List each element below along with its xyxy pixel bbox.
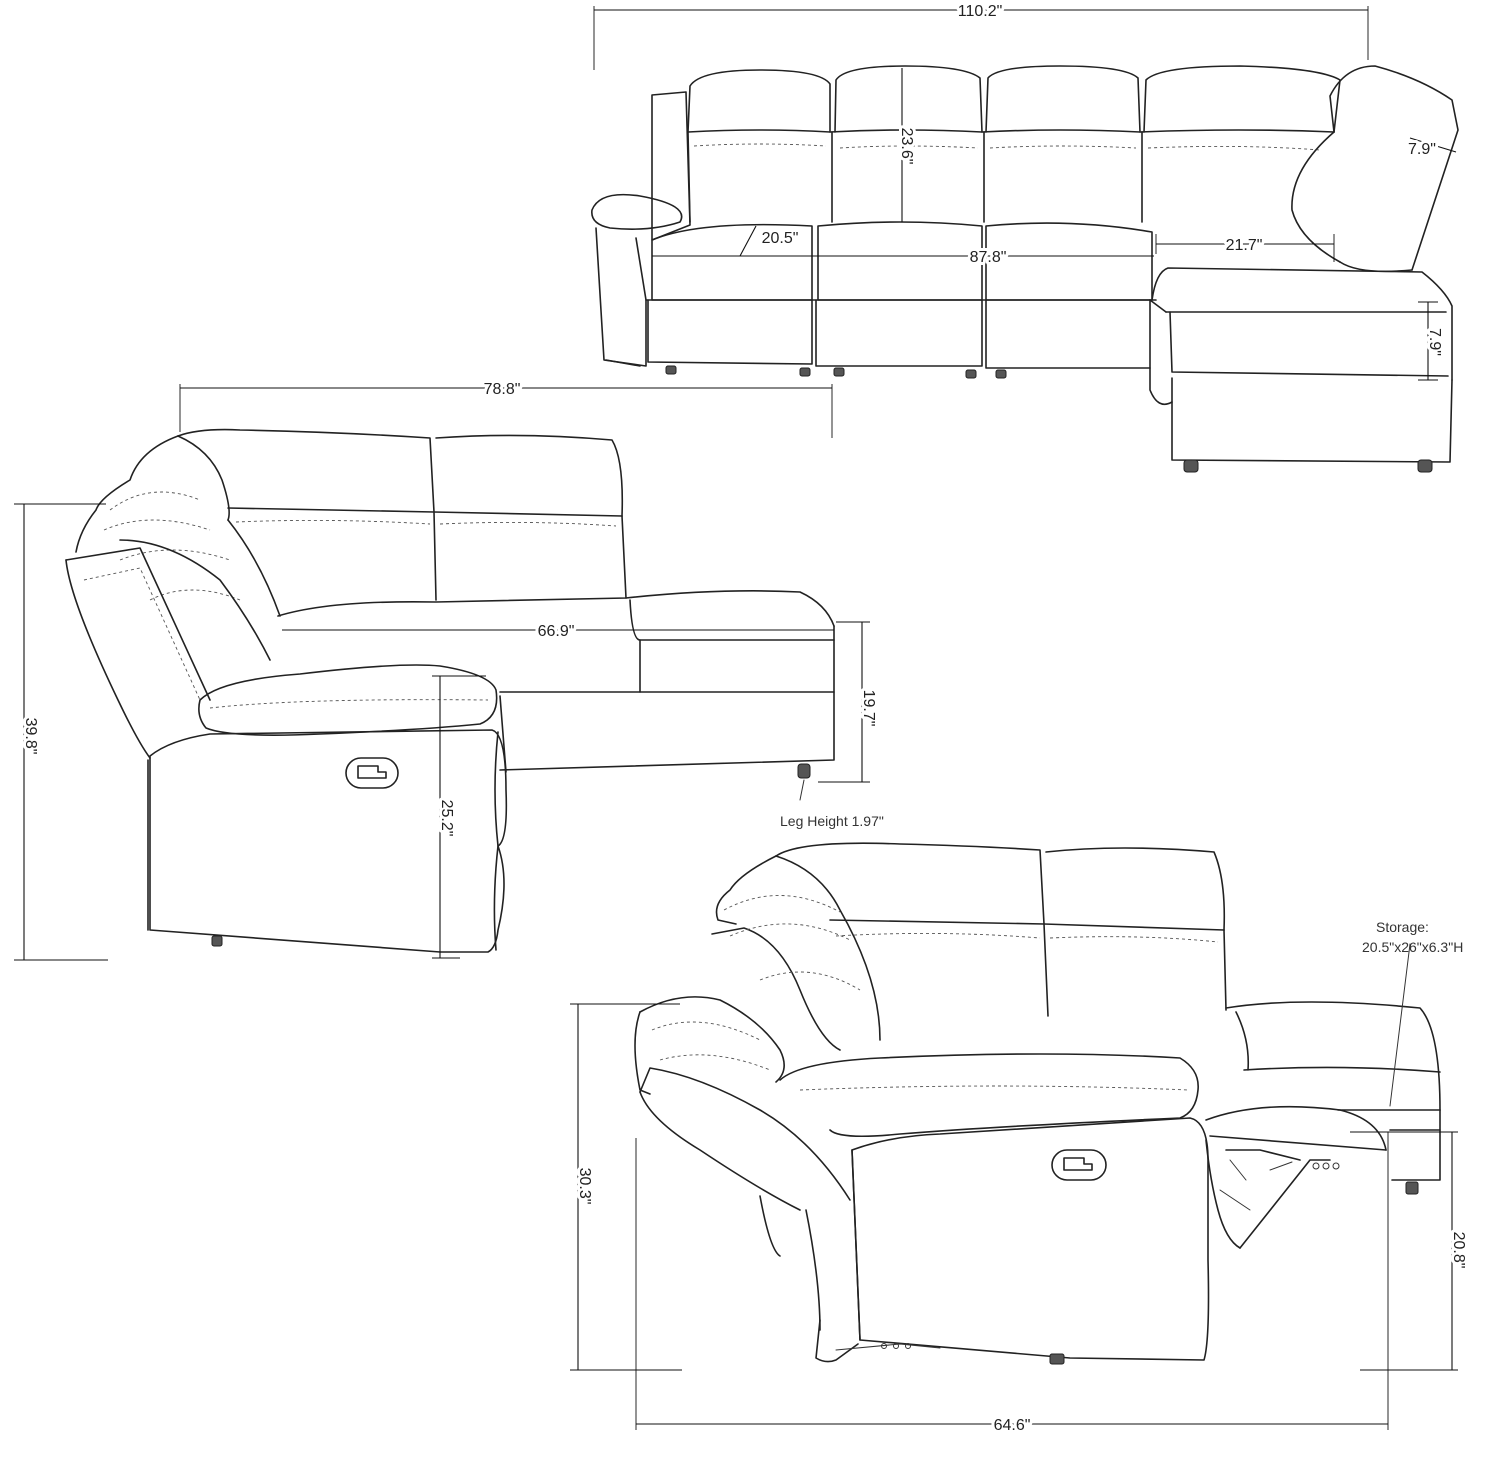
label-bottom-reclined-depth: 64.6"	[994, 1417, 1031, 1434]
bottom-dimension-labels: 30.3" 64.6" 20.8" Storage: 20.5"x26"x6.3…	[573, 919, 1470, 1437]
label-top-seat-depth: 20.5"	[762, 230, 799, 247]
bottom-sofa-drawing	[634, 842, 1441, 1365]
label-storage-title: Storage:	[1376, 919, 1429, 935]
label-leg-height: Leg Height 1.97"	[780, 813, 884, 829]
label-top-chaise-height: 7.9"	[1426, 328, 1443, 356]
top-sofa-drawing	[591, 65, 1459, 473]
top-dimension-labels: 110.2" 23.6" 7.9" 20.5" 87.8" 21.7" 7.9"	[759, 0, 1446, 359]
middle-dimension-labels: 78.8" 66.9" 19.7" 39.8" 25.2" Leg Height…	[19, 378, 884, 839]
label-top-seat-width: 87.8"	[970, 249, 1007, 266]
top-dimension-lines	[593, 6, 1457, 381]
label-top-total-width: 110.2"	[958, 3, 1003, 20]
label-middle-arm-height: 25.2"	[438, 800, 455, 837]
label-middle-seat-width: 66.9"	[538, 623, 575, 640]
label-middle-seat-height: 19.7"	[860, 690, 877, 727]
label-bottom-reclined-height: 30.3"	[576, 1168, 593, 1205]
label-top-back-height: 23.6"	[898, 128, 915, 165]
middle-sofa-drawing	[65, 428, 835, 953]
label-storage-size: 20.5"x26"x6.3"H	[1362, 939, 1463, 955]
label-top-chaise-seat-width: 21.7"	[1226, 237, 1263, 254]
label-middle-total-width: 78.8"	[484, 381, 521, 398]
label-bottom-chaise-height: 20.8"	[1450, 1232, 1467, 1269]
middle-dimension-lines	[14, 384, 870, 961]
label-middle-total-height: 39.8"	[22, 718, 39, 755]
label-top-arm-width: 7.9"	[1408, 141, 1436, 158]
bottom-dimension-lines	[570, 1003, 1458, 1430]
